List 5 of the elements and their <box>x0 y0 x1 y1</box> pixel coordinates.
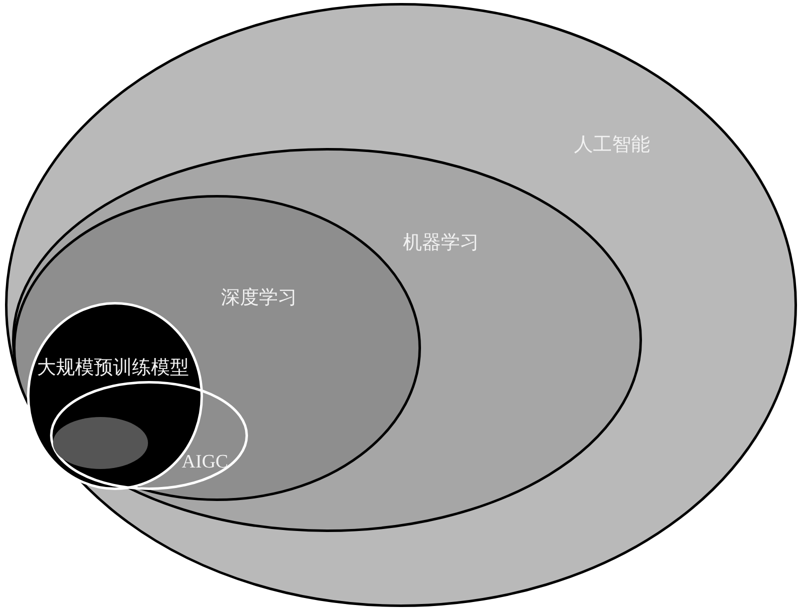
set-label: 人工智能 <box>574 136 650 154</box>
set-label: 大规模预训练模型 <box>37 358 189 378</box>
set-label: AIGC <box>182 452 228 472</box>
set-label: 深度学习 <box>221 288 297 308</box>
set-label: 机器学习 <box>403 234 479 252</box>
